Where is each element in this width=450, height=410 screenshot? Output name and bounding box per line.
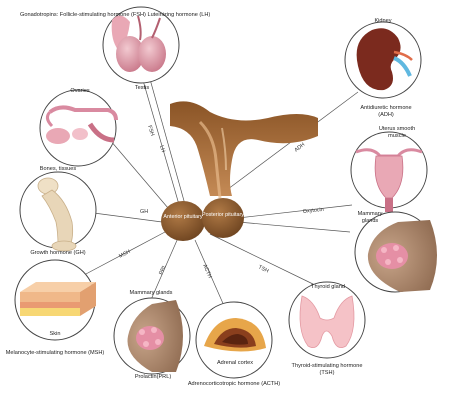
adh-label: Antidiuretic hormone (ADH) — [360, 105, 412, 118]
hypothalamus — [170, 101, 318, 199]
label-fsh: FSH — [146, 125, 155, 137]
ovaries-circle — [39, 89, 118, 167]
bone-icon — [37, 177, 77, 252]
tsh-label: Thyroid-stimulating hormone (TSH) — [291, 363, 363, 376]
skin-circle — [14, 259, 96, 341]
line-oxy-uterus — [237, 204, 353, 219]
label-tsh: TSH — [257, 264, 269, 274]
line-lh — [147, 71, 187, 209]
testis-icon — [111, 15, 166, 72]
pituitary-gland: Anterior pituitary Posterior pituitary — [161, 198, 244, 241]
label-oxytocin: Oxytocin — [303, 207, 324, 215]
prl-label: Prolactin(PRL) — [134, 374, 172, 380]
breast-icon — [367, 220, 437, 292]
line-gh — [85, 211, 163, 223]
testis-hormone-label: Gonadotropins: Follicle-stimulating horm… — [20, 12, 211, 18]
line-adh — [219, 91, 359, 196]
label-gh: GH — [140, 209, 148, 215]
skin-icon — [20, 282, 96, 316]
line-msh — [83, 231, 166, 276]
label-acth: ACTH — [201, 263, 212, 279]
ovaries-label: Ovaries — [70, 88, 90, 94]
gh-label: Growth hormone (GH) — [30, 250, 86, 256]
adrenal-circle — [195, 301, 273, 379]
mammary-oxy-label: Mammary glands — [357, 211, 383, 224]
thyroid-icon — [299, 295, 355, 349]
uterus-icon — [355, 148, 423, 212]
connector-lines — [83, 69, 359, 309]
uterus-circle — [350, 131, 428, 212]
mammary-prl-label: Mammary glands — [129, 290, 173, 296]
breast-icon — [127, 300, 183, 372]
adrenal-label: Adrenal cortex — [216, 360, 254, 366]
line-oxy-mammary — [237, 221, 351, 233]
skin-label: Skin — [49, 331, 61, 337]
anterior-label: Anterior pituitary — [163, 214, 203, 220]
uterus-label: Uterus smooth muscle — [378, 126, 416, 139]
line-prl — [149, 237, 179, 303]
label-prl: PRL — [158, 264, 168, 276]
acth-label: Adrenocorticotropic hormone (ACTH) — [187, 381, 281, 387]
testis-label: Testis — [134, 85, 150, 91]
line-fsh — [139, 69, 181, 209]
thyroid-circle — [288, 281, 366, 359]
anterior-pituitary-lobe — [161, 201, 205, 241]
mammary-oxy-circle — [354, 211, 437, 293]
label-adh: ADH — [294, 142, 307, 154]
adrenal-icon — [204, 318, 266, 352]
testis-circle — [102, 6, 180, 84]
msh-label: Melanocyte-stimulating hormone (MSH) — [5, 350, 105, 356]
kidney-circle — [344, 21, 422, 99]
kidney-icon — [356, 28, 413, 91]
bones-label: Bones, tissues — [39, 166, 77, 172]
posterior-pituitary-lobe — [202, 198, 244, 238]
line-tsh — [209, 233, 316, 286]
posterior-label: Posterior pituitary — [202, 212, 244, 218]
mammary-prl-circle — [113, 297, 191, 375]
hormone-line-labels: FSH LH GH MSH PRL ACTH TSH ADH Oxytocin — [118, 125, 324, 280]
label-lh: LH — [158, 145, 166, 154]
label-msh: MSH — [118, 249, 131, 260]
bones-circle — [19, 171, 97, 252]
kidney-label: Kidney — [374, 18, 392, 24]
line-ovary — [109, 139, 175, 216]
ovary-icon — [45, 105, 118, 144]
line-acth — [194, 239, 226, 309]
thyroid-label: Thyroid gland — [311, 284, 345, 290]
